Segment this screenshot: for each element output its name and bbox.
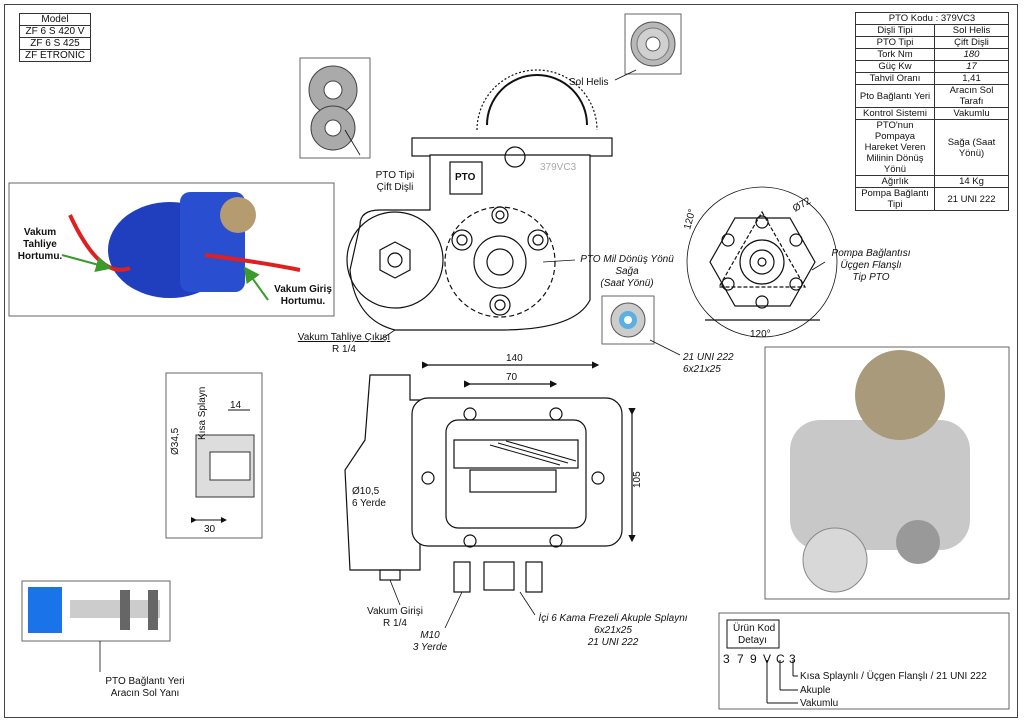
helical-gear-photo [624,13,682,75]
spec-value: Aracın Sol Tarafı [934,84,1009,108]
tahliye-cikisi-label: Vakum Tahliye Çıkışı R 1/4 [294,332,394,356]
model-table: Model ZF 6 S 420 V ZF 6 S 425 ZF ETRONİC [19,13,91,62]
dim-30: 30 [204,524,216,535]
vakum-girisi-label: Vakum Girişi R 1/4 [360,606,430,630]
dim-diameter-345: Ø34,5 [170,427,181,455]
hole-count-label: 6 Yerde [352,498,386,509]
pto-tipi-line: Çift Dişli [376,182,414,193]
kama-line: 6x21x25 [594,625,632,636]
tahliye-cikisi-line: Vakum Tahliye Çıkışı [297,332,391,343]
baglanti-yeri-line: PTO Bağlantı Yeri [105,676,185,687]
code-detail-title: Detayı [738,635,767,646]
code-desc-c3: Kısa Splaynlı / Üçgen Flanşlı / 21 UNI 2… [800,670,987,682]
vakum-tahliye-hortum-label: Vakum Tahliye Hortumu. [17,227,63,262]
pompa-baglanti-label: Pompa Bağlantısı Üçgen Flanşlı Tip PTO [826,248,916,284]
code-desc-vakumlu: Vakumlu [800,698,838,709]
leader-lines [99,69,826,672]
hole-dia-label: Ø10,5 [352,486,380,497]
uni-line: 21 UNI 222 [683,352,734,363]
vakum-girisi-line: R 1/4 [383,618,407,629]
sol-helis-label: Sol Helis [569,77,609,88]
code-desc-akuple: Akuple [800,685,831,696]
baglanti-yeri-label: PTO Bağlantı Yeri Aracın Sol Yanı [95,676,195,700]
pompa-baglanti-line: Tip PTO [852,272,890,283]
mil-donus-line: PTO Mil Dönüş Yönü [580,254,674,265]
dim-angle-120-a: 120° [682,208,698,231]
code-detail-box [718,612,1010,710]
mil-donus-line: Sağa [615,266,639,277]
dim-14: 14 [230,400,242,411]
spec-key: Pto Bağlantı Yeri [855,84,935,108]
pto-assembly-photo [764,346,1010,600]
drawing-frame [4,4,1018,718]
baglanti-yeri-line: Aracın Sol Yanı [110,688,180,699]
double-gear-photo [299,57,371,159]
pto-tipi-line: PTO Tipi [375,170,415,181]
pto-tipi-label: PTO Tipi Çift Dişli [370,170,420,194]
spline-section-detail [165,372,263,539]
mil-donus-line: (Saat Yönü) [600,278,654,289]
kama-line: 21 UNI 222 [587,637,639,648]
logo-text: PTO [455,172,476,183]
m10-line: 3 Yerde [412,642,448,653]
m10-line: M10 [420,630,440,641]
mil-donus-label: PTO Mil Dönüş Yönü Sağa (Saat Yönü) [577,254,677,290]
code-char: C [776,652,785,666]
vakum-girisi-line: Vakum Girişi [367,606,423,617]
kama-line: İçi 6 Kama Frezeli Akuple Splaynı [538,613,688,624]
pto-top-view [344,361,636,593]
code-char: 3 [723,652,730,666]
uni-line: 6x21x25 [683,364,721,375]
spline-photo [601,295,655,345]
pto-front-view [346,69,613,331]
pompa-baglanti-line: Pompa Bağlantısı [831,248,911,259]
dim-105: 105 [632,471,643,488]
vacuum-pump-photo [8,182,335,317]
tahliye-cikisi-line: R 1/4 [332,344,356,355]
dim-splayn-note: Kısa Splayn [197,387,208,440]
dim-angle-120-b: 120° [750,329,771,340]
spec-value: 21 UNI 222 [934,187,1009,211]
uni-label: 21 UNI 222 6x21x25 [683,352,734,376]
code-char: 9 [750,652,757,666]
code-char: 3 [789,652,796,666]
spec-key: Pompa Bağlantı Tipi [855,187,935,211]
vakum-giris-hortum-label: Vakum Giriş Hortumu. [273,284,333,308]
dim-70: 70 [506,372,518,383]
triangular-flange-view [686,186,838,338]
dim-diameter-72: Ø72 [791,195,813,214]
model-row: ZF ETRONİC [19,49,91,62]
m10-label: M10 3 Yerde [405,630,455,654]
code-char: 7 [737,652,744,666]
kama-label: İçi 6 Kama Frezeli Akuple Splaynı 6x21x2… [528,613,698,649]
spec-value: Sağa (Saat Yönü) [934,119,1009,176]
dim-140: 140 [506,353,523,364]
truck-layout-diagram [21,580,171,642]
part-code-marking: 379VC3 [540,162,577,173]
pompa-baglanti-line: Üçgen Flanşlı [840,260,902,271]
code-char: V [763,652,771,666]
code-detail-title: Ürün Kod [733,622,775,634]
